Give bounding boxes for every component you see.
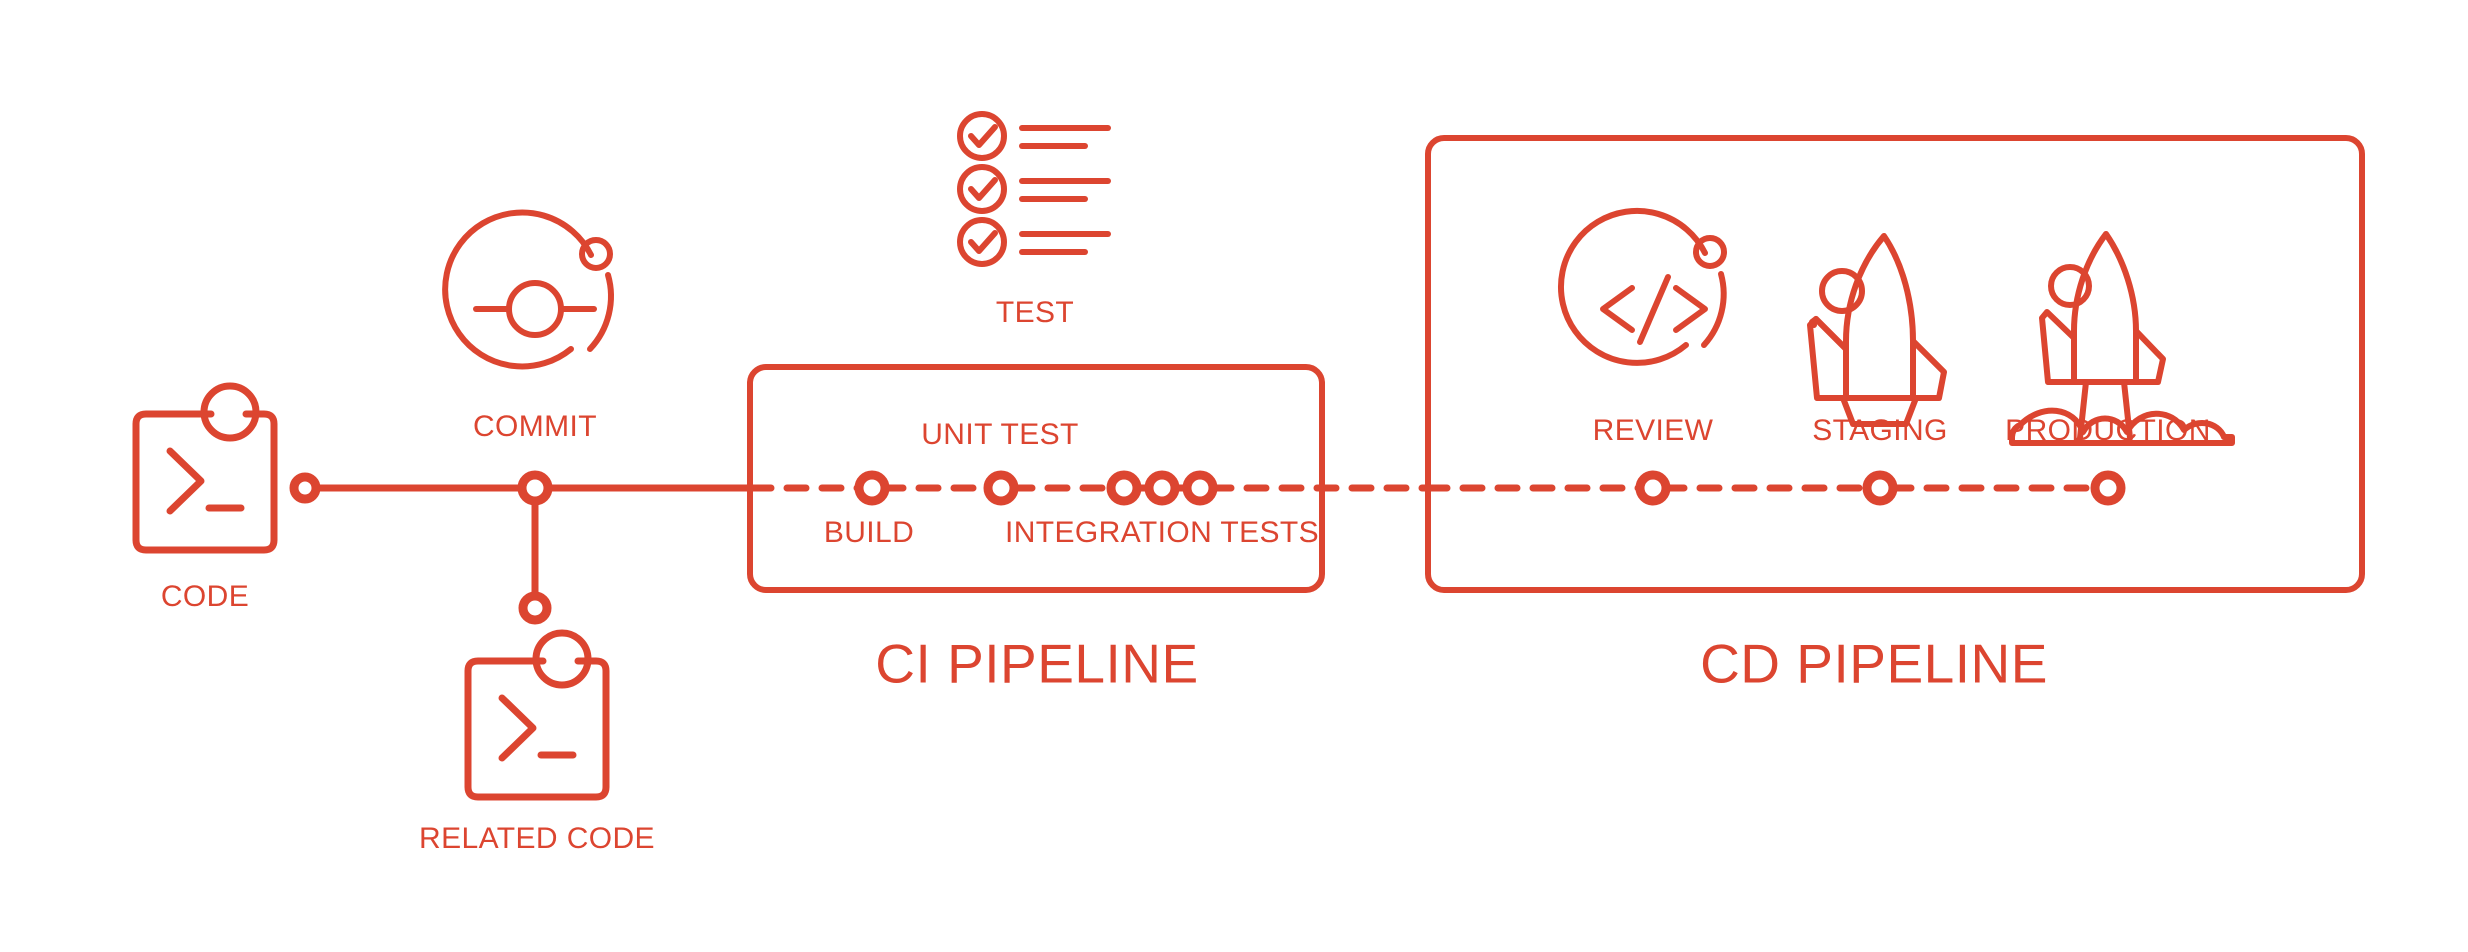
build-label: BUILD	[824, 516, 914, 549]
cd-pipeline-box	[1425, 135, 2365, 593]
node-code[interactable]	[289, 472, 321, 504]
node-build[interactable]	[854, 470, 890, 506]
node-staging[interactable]	[1862, 470, 1898, 506]
node-commit[interactable]	[517, 470, 553, 506]
ci-pipeline-title: CI PIPELINE	[875, 633, 1198, 695]
commit-label: COMMIT	[473, 410, 597, 443]
test-label: TEST	[996, 296, 1074, 329]
unit-test-label: UNIT TEST	[921, 418, 1079, 451]
node-production[interactable]	[2090, 470, 2126, 506]
review-label: REVIEW	[1593, 414, 1714, 447]
commit-icon	[442, 209, 614, 370]
review-icon	[1557, 207, 1727, 366]
node-review[interactable]	[1635, 470, 1671, 506]
node-unit-test[interactable]	[983, 470, 1019, 506]
node-integration-test-2[interactable]	[1144, 470, 1180, 506]
staging-rocket-icon	[1807, 233, 1947, 427]
ci-pipeline-box	[747, 364, 1325, 593]
production-rocket-launch-icon	[2009, 231, 2235, 446]
test-checklist-icon	[957, 111, 1111, 267]
related-code-label: RELATED CODE	[419, 822, 655, 855]
node-integration-test-1[interactable]	[1106, 470, 1142, 506]
cd-pipeline-title: CD PIPELINE	[1700, 633, 2048, 695]
code-label: CODE	[161, 580, 249, 613]
related-code-icon	[464, 629, 610, 801]
integration-tests-label: INTEGRATION TESTS	[1005, 516, 1319, 549]
node-related-code[interactable]	[518, 591, 552, 625]
staging-label: STAGING	[1812, 414, 1948, 447]
production-label: PRODUCTION	[2005, 414, 2211, 447]
node-integration-test-3[interactable]	[1182, 470, 1218, 506]
code-icon	[132, 382, 278, 554]
